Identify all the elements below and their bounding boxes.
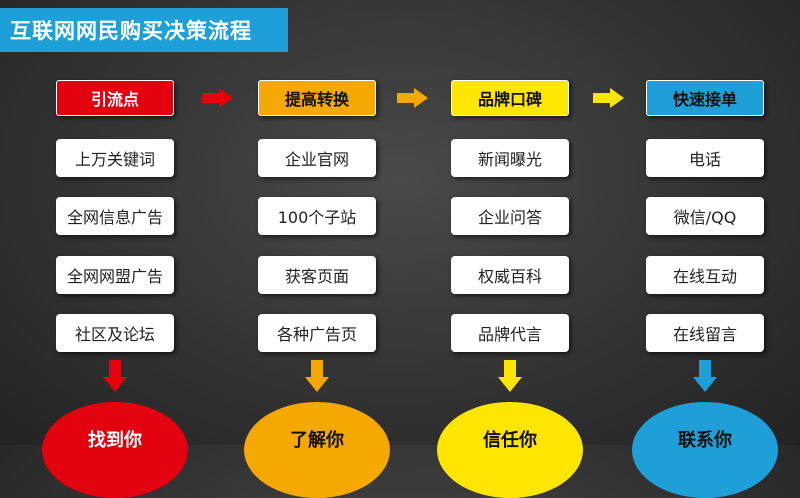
result-ellipse: 了解你 bbox=[244, 402, 390, 498]
list-item: 各种广告页 bbox=[258, 314, 376, 352]
page-title: 互联网网民购买决策流程 bbox=[0, 8, 288, 52]
down-arrow-icon bbox=[103, 360, 127, 394]
list-item: 在线留言 bbox=[646, 314, 764, 352]
list-item: 权威百科 bbox=[451, 256, 569, 294]
column-header: 快速接单 bbox=[646, 80, 764, 116]
list-item: 全网网盟广告 bbox=[56, 256, 174, 294]
list-item: 品牌代言 bbox=[451, 314, 569, 352]
right-arrow-icon bbox=[397, 88, 431, 108]
list-item: 获客页面 bbox=[258, 256, 376, 294]
down-arrow-icon bbox=[498, 360, 522, 394]
result-ellipse: 信任你 bbox=[437, 402, 583, 498]
result-label: 找到你 bbox=[88, 430, 142, 451]
result-ellipse: 联系你 bbox=[632, 402, 778, 498]
list-item: 企业官网 bbox=[258, 139, 376, 177]
list-item: 微信/QQ bbox=[646, 197, 764, 235]
right-arrow-icon bbox=[202, 88, 236, 108]
list-item: 社区及论坛 bbox=[56, 314, 174, 352]
list-item: 100个子站 bbox=[258, 197, 376, 235]
column-header: 提高转换 bbox=[258, 80, 376, 116]
result-ellipse: 找到你 bbox=[42, 402, 188, 498]
column-header: 品牌口碑 bbox=[451, 80, 569, 116]
list-item: 电话 bbox=[646, 139, 764, 177]
down-arrow-icon bbox=[693, 360, 717, 394]
list-item: 全网信息广告 bbox=[56, 197, 174, 235]
right-arrow-icon bbox=[593, 88, 627, 108]
result-label: 了解你 bbox=[290, 430, 344, 451]
list-item: 上万关键词 bbox=[56, 139, 174, 177]
list-item: 企业问答 bbox=[451, 197, 569, 235]
down-arrow-icon bbox=[305, 360, 329, 394]
column-header: 引流点 bbox=[56, 80, 174, 116]
list-item: 在线互动 bbox=[646, 256, 764, 294]
result-label: 信任你 bbox=[483, 430, 537, 451]
list-item: 新闻曝光 bbox=[451, 139, 569, 177]
result-label: 联系你 bbox=[678, 430, 732, 451]
